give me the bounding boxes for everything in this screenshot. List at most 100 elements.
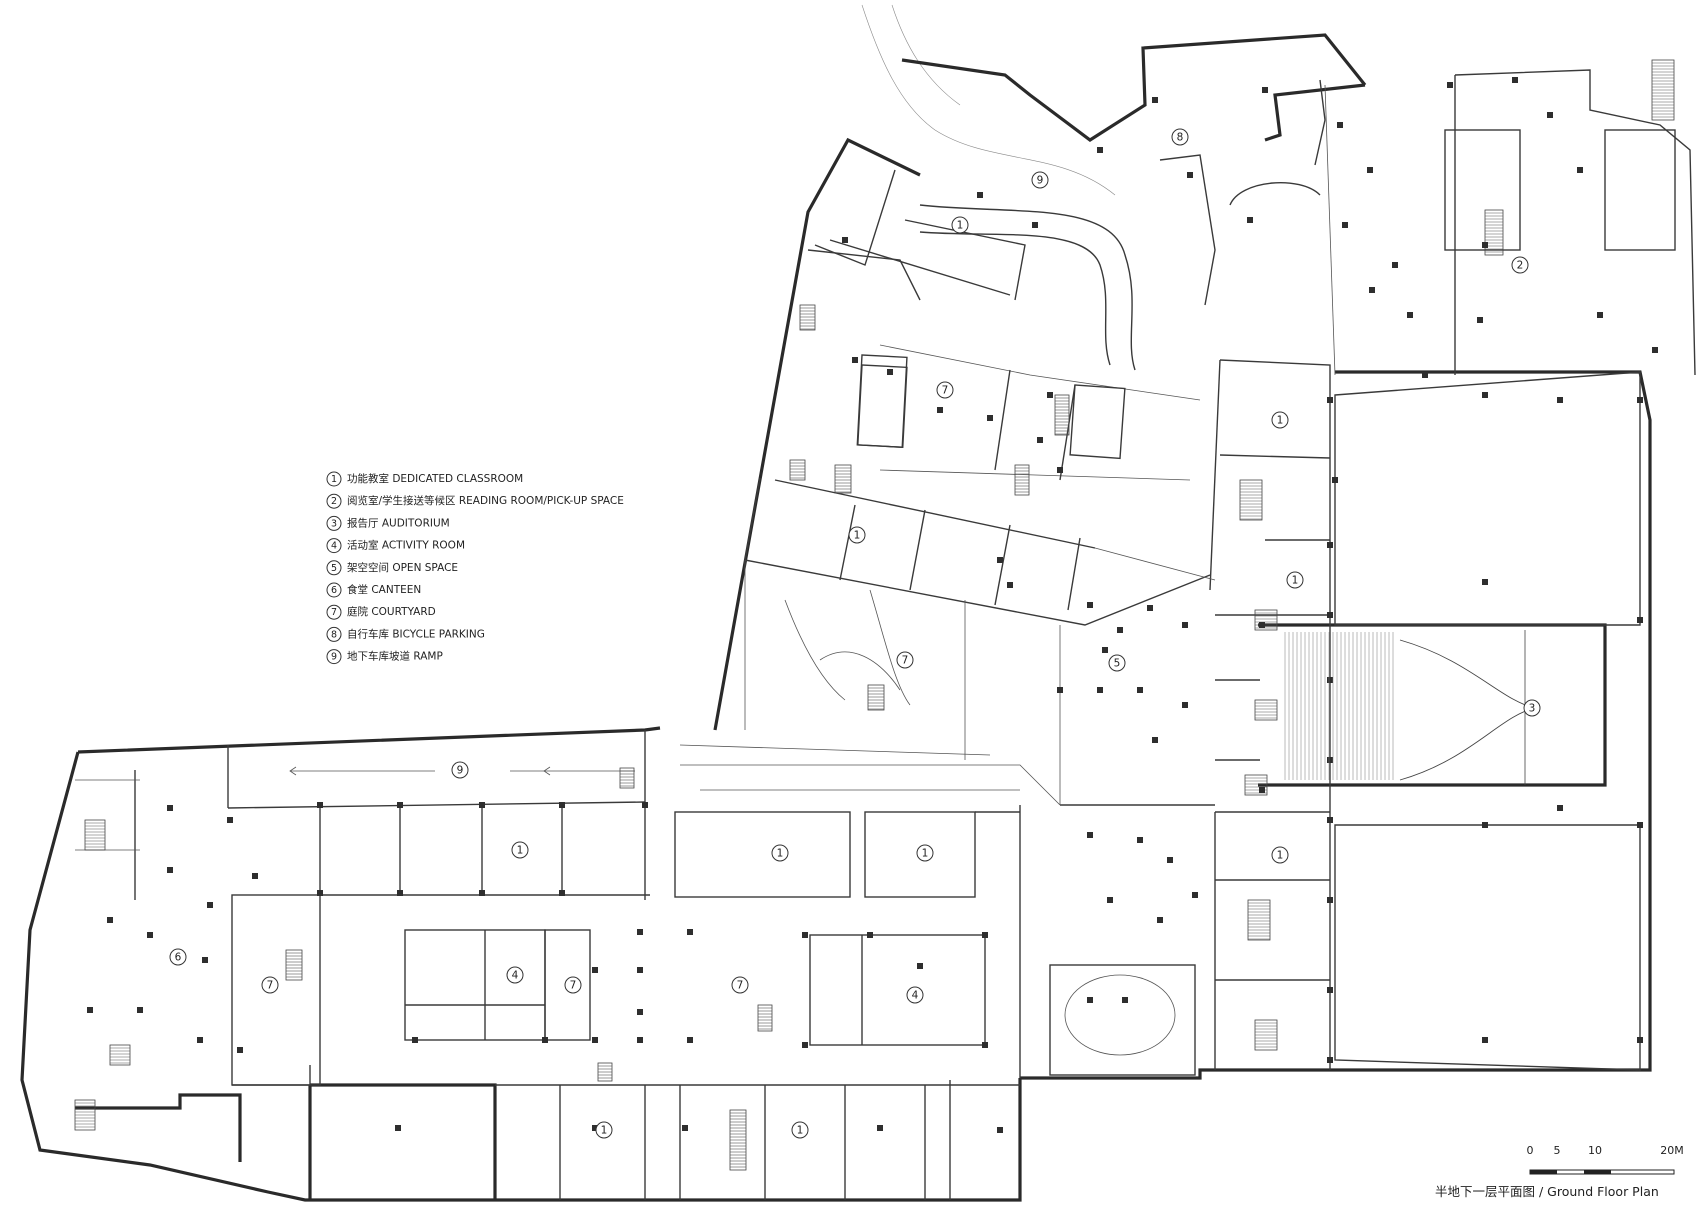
- scale-tick-10: 10: [1588, 1144, 1602, 1157]
- stair-flight: [1254, 1019, 1278, 1051]
- column: [987, 415, 993, 421]
- column: [1262, 87, 1268, 93]
- room-marker-circle: [1271, 411, 1289, 429]
- scale-tick-5: 5: [1554, 1144, 1561, 1157]
- column: [1482, 392, 1488, 398]
- exterior-walls: [20, 33, 1652, 1202]
- column: [395, 1125, 401, 1131]
- column: [1447, 82, 1453, 88]
- column: [1327, 542, 1333, 548]
- column: [1512, 77, 1518, 83]
- legend-number-circle: [326, 582, 342, 598]
- room-marker-number: 1: [957, 220, 964, 232]
- column: [1122, 997, 1128, 1003]
- column: [1087, 832, 1093, 838]
- room-marker-number: 7: [267, 980, 274, 992]
- column: [1327, 1057, 1333, 1063]
- room-marker-circle: [1108, 654, 1126, 672]
- stage-edge: [1399, 639, 1536, 781]
- room-marker-circle: [451, 761, 469, 779]
- column: [1327, 987, 1333, 993]
- legend-number: 8: [331, 629, 337, 640]
- column: [479, 890, 485, 896]
- room-marker-1: 1: [791, 1121, 809, 1139]
- room-marker-number: 6: [175, 952, 182, 964]
- column: [1637, 617, 1643, 623]
- column: [107, 917, 113, 923]
- column: [637, 929, 643, 935]
- stair-flight: [799, 304, 816, 331]
- column: [202, 957, 208, 963]
- room-marker-number: 4: [512, 970, 519, 982]
- column: [1057, 467, 1063, 473]
- interior-walls: [75, 69, 1696, 1200]
- column: [1137, 687, 1143, 693]
- stair-flight: [1014, 464, 1030, 496]
- room-marker-4: 4: [506, 966, 524, 984]
- column: [1637, 822, 1643, 828]
- column: [1327, 397, 1333, 403]
- room-marker-number: 7: [570, 980, 577, 992]
- ramp-arrows: [289, 766, 635, 776]
- legend-number: 5: [331, 563, 337, 574]
- room-marker-1: 1: [951, 216, 969, 234]
- legend-number-circle: [326, 471, 342, 487]
- room-marker-number: 4: [912, 990, 919, 1002]
- column: [637, 967, 643, 973]
- legend-label: 功能教室 DEDICATED CLASSROOM: [347, 472, 523, 485]
- stair-flight: [109, 1044, 131, 1066]
- column: [479, 802, 485, 808]
- column: [1577, 167, 1583, 173]
- column: [1327, 897, 1333, 903]
- room-marker-circle: [906, 986, 924, 1004]
- room-marker-circle: [506, 966, 524, 984]
- room-marker-circle: [169, 948, 187, 966]
- room-marker-circle: [916, 844, 934, 862]
- column: [842, 237, 848, 243]
- column: [1007, 582, 1013, 588]
- room-marker-7: 7: [564, 976, 582, 994]
- legend-number: 1: [331, 474, 337, 485]
- legend-number-circle: [326, 493, 342, 509]
- column: [637, 1009, 643, 1015]
- column: [397, 802, 403, 808]
- room-marker-1: 1: [916, 844, 934, 862]
- legend-number: 6: [331, 585, 337, 596]
- room-marker-1: 1: [848, 526, 866, 544]
- column: [1259, 622, 1265, 628]
- room-marker-number: 1: [1277, 850, 1284, 862]
- room-marker-circle: [595, 1121, 613, 1139]
- legend-number: 3: [331, 518, 337, 529]
- column: [1652, 347, 1658, 353]
- room-marker-4: 4: [906, 986, 924, 1004]
- room-marker-number: 3: [1529, 703, 1536, 715]
- room-marker-7: 7: [936, 381, 954, 399]
- column: [1157, 917, 1163, 923]
- room-marker-circle: [1523, 699, 1541, 717]
- column: [227, 817, 233, 823]
- column: [687, 929, 693, 935]
- column: [1182, 702, 1188, 708]
- column: [137, 1007, 143, 1013]
- column: [1637, 1037, 1643, 1043]
- room-marker-number: 9: [457, 765, 464, 777]
- column: [1192, 892, 1198, 898]
- column: [937, 407, 943, 413]
- room-marker-number: 1: [922, 848, 929, 860]
- column: [1597, 312, 1603, 318]
- column: [87, 1007, 93, 1013]
- column: [1097, 147, 1103, 153]
- room-marker-2: 2: [1511, 256, 1529, 274]
- room-marker-circle: [1286, 571, 1304, 589]
- stair-flight: [1651, 59, 1675, 121]
- column: [1187, 172, 1193, 178]
- column: [1369, 287, 1375, 293]
- room-marker-number: 7: [902, 655, 909, 667]
- legend-number: 2: [331, 496, 337, 507]
- column: [997, 1127, 1003, 1133]
